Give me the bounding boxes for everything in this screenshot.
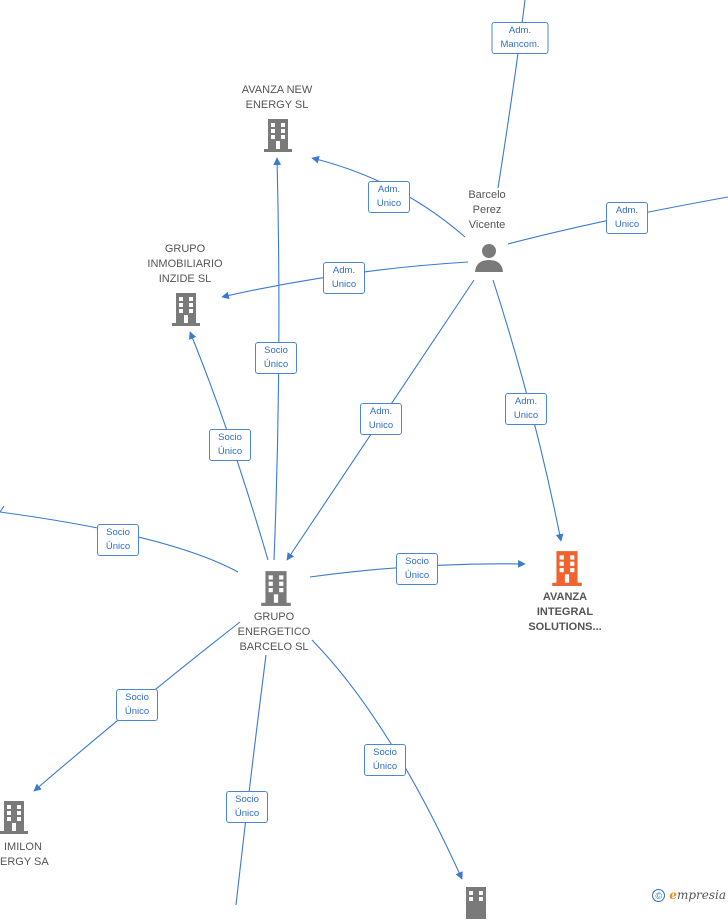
edge-label-line: Único <box>124 706 150 717</box>
node-label-grupo-energetico[interactable]: GRUPO ENERGETICO BARCELO SL <box>229 610 319 655</box>
node-label-line: Vicente <box>468 219 506 231</box>
edge-label-line: Mancom. <box>500 39 540 50</box>
edge-label-adm-unico[interactable]: Adm. Unico <box>323 262 365 294</box>
edge-label-adm-unico[interactable]: Adm. Unico <box>505 393 547 425</box>
node-label-line: Perez <box>472 204 502 216</box>
node-label-avanza-integral[interactable]: AVANZA INTEGRAL SOLUTIONS... <box>515 590 615 635</box>
edge-label-socio-unico[interactable]: Socio Único <box>209 429 251 461</box>
edge-label-line: Unico <box>331 279 357 290</box>
node-label-imilon[interactable]: IMILON ERGY SA <box>0 840 49 870</box>
node-label-line: ENERGY SL <box>245 99 309 111</box>
edge-label-line: Adm. <box>615 205 639 216</box>
edge-label-line: Unico <box>513 410 539 421</box>
node-label-line: INZIDE SL <box>158 273 212 285</box>
edge-label-adm-unico[interactable]: Adm. Unico <box>606 202 648 234</box>
person-icon[interactable] <box>473 242 505 274</box>
edge-energetico-to-bottom <box>235 654 267 905</box>
edge-label-line: Socio <box>405 556 429 567</box>
edge-label-socio-unico[interactable]: Socio Único <box>226 791 268 823</box>
copyright-icon: © <box>652 888 666 902</box>
building-icon[interactable] <box>0 799 30 835</box>
edge-label-socio-unico[interactable]: Socio Único <box>255 342 297 374</box>
node-label-line: INMOBILIARIO <box>147 258 223 270</box>
building-icon[interactable] <box>259 569 293 607</box>
edge-label-socio-unico[interactable]: Socio Único <box>97 524 139 556</box>
edge-label-socio-unico[interactable]: Socio Único <box>364 744 406 776</box>
node-label-barcelo-person[interactable]: Barcelo Perez Vicente <box>452 188 522 233</box>
edge-label-line: Socio <box>218 432 242 443</box>
node-label-line: GRUPO <box>253 611 295 623</box>
building-icon[interactable] <box>460 885 492 921</box>
edge-label-line: Socio <box>106 527 130 538</box>
edge-label-adm-mancom[interactable]: Adm. Mancom. <box>491 22 549 54</box>
node-label-avanza-new-energy[interactable]: AVANZA NEW ENERGY SL <box>237 83 317 113</box>
node-label-line: BARCELO SL <box>239 641 309 653</box>
node-label-line: GRUPO <box>164 243 206 255</box>
edge-label-line: Unico <box>376 198 402 209</box>
edge-label-line: Socio <box>373 747 397 758</box>
building-icon[interactable] <box>170 291 202 327</box>
brand-logo: empresia <box>669 888 726 902</box>
edge-label-adm-unico[interactable]: Adm. Unico <box>360 403 402 435</box>
edge-label-line: Adm. <box>377 184 401 195</box>
edge-top-to-person <box>497 0 526 189</box>
edge-label-socio-unico[interactable]: Socio Único <box>116 689 158 721</box>
edge-energetico-to-bottom-right <box>311 639 463 880</box>
node-label-line: ERGY SA <box>0 856 49 868</box>
edge-label-line: Adm. <box>514 396 538 407</box>
node-label-grupo-inmobiliario[interactable]: GRUPO INMOBILIARIO INZIDE SL <box>140 242 230 287</box>
edge-label-line: Socio <box>235 794 259 805</box>
node-label-line: IMILON <box>4 841 42 853</box>
node-label-line: AVANZA NEW <box>241 84 313 96</box>
node-label-line: AVANZA <box>542 591 588 603</box>
edge-label-adm-unico[interactable]: Adm. Unico <box>368 181 410 213</box>
building-icon[interactable] <box>262 117 294 153</box>
edge-label-line: Unico <box>614 219 640 230</box>
edge-label-line: Adm. <box>369 406 393 417</box>
brand-initial: e <box>669 888 677 902</box>
edge-label-line: Único <box>234 808 260 819</box>
edge-label-line: Único <box>105 541 131 552</box>
edge-label-line: Unico <box>368 420 394 431</box>
node-label-line: INTEGRAL <box>536 606 594 618</box>
brand-name: mpresia <box>676 888 726 902</box>
node-label-line: Barcelo <box>468 189 506 201</box>
edge-label-line: Único <box>217 446 243 457</box>
edge-label-line: Único <box>372 761 398 772</box>
edge-label-line: Adm. <box>508 25 532 36</box>
edge-label-line: Único <box>263 359 289 370</box>
edge-label-line: Adm. <box>332 265 356 276</box>
empresia-brand: © empresia <box>652 888 726 902</box>
edge-label-line: Socio <box>125 692 149 703</box>
edge-label-line: Socio <box>264 345 288 356</box>
edge-label-line: Único <box>404 570 430 581</box>
edge-label-socio-unico[interactable]: Socio Único <box>396 553 438 585</box>
node-label-line: ENERGETICO <box>237 626 311 638</box>
main-building-icon[interactable] <box>550 549 584 587</box>
edge-left-to-energetico <box>0 511 239 573</box>
node-label-line: SOLUTIONS... <box>528 621 602 633</box>
